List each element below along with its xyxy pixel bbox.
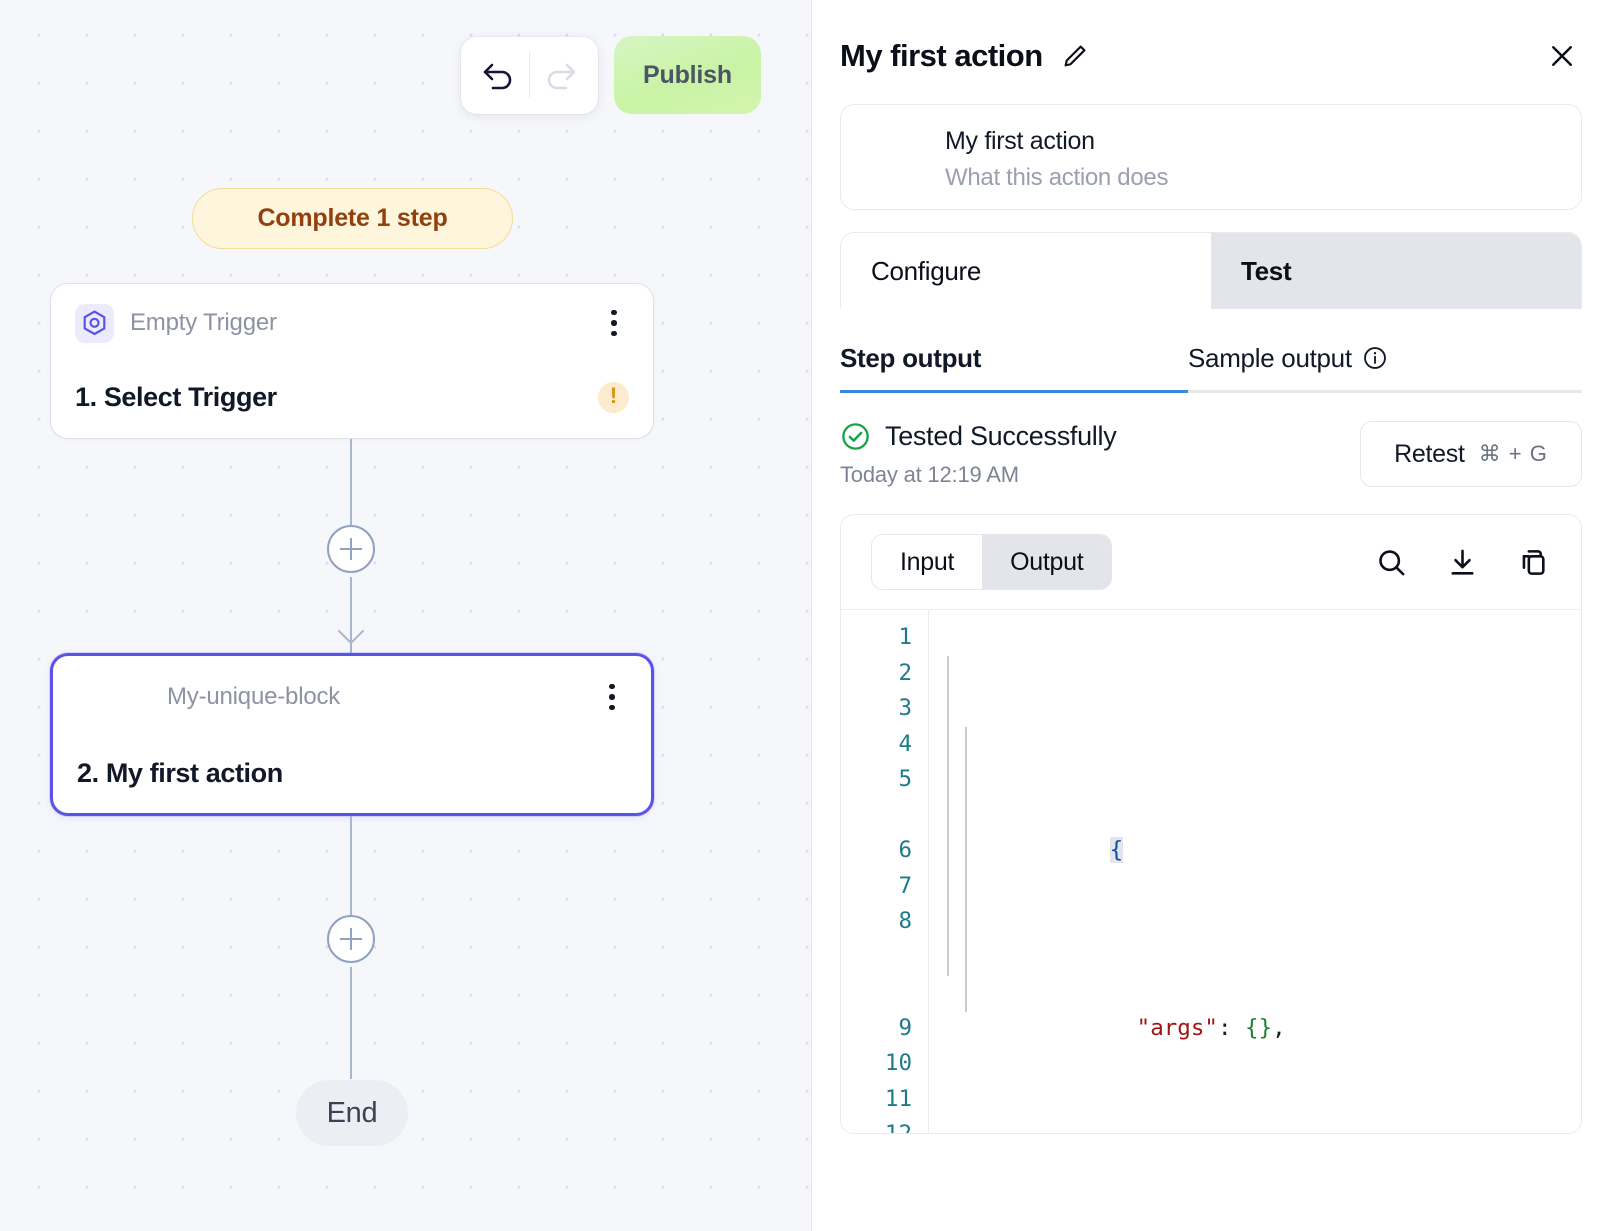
action-name-value: My first action (945, 127, 1095, 155)
test-timestamp: Today at 12:19 AM (840, 462, 1019, 487)
subtab-step-output[interactable]: Step output (840, 343, 1188, 390)
code-line: "args": {}, (1136, 1014, 1286, 1041)
code-toolbar: Input Output (841, 515, 1581, 609)
fold-guide (965, 727, 967, 1012)
node-my-first-action[interactable]: My-unique-block 2. My first action (50, 653, 654, 816)
undo-icon[interactable] (467, 44, 529, 106)
test-status-row: Tested Successfully Today at 12:19 AM Re… (840, 421, 1582, 488)
action-name-card[interactable]: My first action What this action does (840, 104, 1582, 210)
redo-icon[interactable] (530, 44, 592, 106)
code-action-buttons (1374, 545, 1551, 580)
line-number: 9 (898, 1014, 912, 1041)
close-icon[interactable] (1542, 36, 1582, 76)
info-circle-icon[interactable] (1362, 343, 1388, 374)
status-badge: Tested Successfully (885, 421, 1117, 451)
line-number: 4 (898, 730, 912, 757)
node-subtitle: Empty Trigger (130, 309, 277, 336)
connector-line (350, 577, 352, 653)
complete-steps-badge: Complete 1 step (192, 188, 513, 249)
json-code-editor[interactable]: 1 2 3 4 5 6 7 8 9 10 11 12 (841, 609, 1581, 1133)
workflow-canvas[interactable]: Publish Complete 1 step Empty Trigger 1.… (0, 0, 812, 1231)
segment-input[interactable]: Input (872, 535, 983, 589)
publish-button[interactable]: Publish (614, 36, 761, 114)
tab-configure[interactable]: Configure (841, 233, 1211, 309)
subtabs-row: Step output Sample output (840, 309, 1582, 393)
json-content[interactable]: { "args": {}, "headers": { "Accept": "ap… (929, 610, 1581, 1133)
node-header: My-unique-block (53, 656, 651, 738)
line-number (841, 940, 912, 976)
connector-line (350, 816, 352, 926)
test-status-line: Tested Successfully (840, 421, 1117, 452)
add-step-button-2[interactable] (327, 915, 375, 963)
add-step-button-1[interactable] (327, 525, 375, 573)
code-line: { (947, 798, 1581, 905)
subtab-label: Sample output (1188, 343, 1352, 373)
active-subtab-underline (840, 390, 1188, 393)
line-number: 11 (884, 1085, 912, 1112)
tabs-row: Configure Test (841, 233, 1581, 309)
subtab-sample-output[interactable]: Sample output (1188, 343, 1388, 390)
retest-shortcut: ⌘ + G (1478, 441, 1548, 466)
copy-icon[interactable] (1516, 545, 1551, 580)
line-number-gutter: 1 2 3 4 5 6 7 8 9 10 11 12 (841, 610, 929, 1133)
node-footer: 2. My first action (53, 738, 651, 808)
line-number: 2 (898, 659, 912, 686)
segment-output[interactable]: Output (982, 535, 1112, 589)
pencil-icon[interactable] (1057, 39, 1092, 74)
input-output-toggle: Input Output (871, 534, 1113, 590)
tabs-container: Configure Test (840, 232, 1582, 309)
retest-button[interactable]: Retest ⌘ + G (1360, 421, 1582, 487)
end-node[interactable]: End (296, 1080, 408, 1146)
arrow-head-icon (338, 630, 364, 645)
connector-line (350, 439, 352, 549)
json-brace: { (1109, 837, 1124, 863)
tab-test[interactable]: Test (1211, 233, 1581, 309)
node-header: Empty Trigger (51, 284, 653, 362)
node-menu-icon[interactable] (597, 679, 627, 715)
panel-divider (811, 0, 812, 1231)
json-value: {} (1245, 1014, 1273, 1041)
node-select-trigger[interactable]: Empty Trigger 1. Select Trigger ! (50, 283, 654, 439)
line-number (841, 798, 912, 834)
line-number: 10 (884, 1050, 912, 1076)
retest-label: Retest (1394, 439, 1465, 468)
line-number: 6 (898, 837, 912, 863)
connector-line (350, 967, 352, 1079)
panel-header: My first action (840, 0, 1582, 104)
line-number: 5 (898, 766, 912, 792)
undo-redo-group (461, 36, 598, 114)
node-footer: 1. Select Trigger ! (51, 362, 653, 432)
test-status-left: Tested Successfully Today at 12:19 AM (840, 421, 1117, 488)
canvas-toolbar: Publish (461, 36, 761, 114)
warning-icon: ! (598, 381, 629, 413)
node-title: 1. Select Trigger (75, 381, 277, 412)
code-viewer-card: Input Output (840, 514, 1582, 1134)
action-description-value: What this action does (945, 164, 1169, 191)
toolbar-divider (529, 52, 530, 98)
line-number: 7 (898, 872, 912, 899)
line-number: 1 (898, 624, 912, 650)
page-title: My first action (840, 38, 1043, 73)
check-circle-icon (840, 421, 871, 452)
line-number: 12 (841, 1117, 912, 1133)
json-key: "args" (1136, 1014, 1218, 1041)
fold-guide (947, 656, 949, 976)
node-subtitle: My-unique-block (167, 683, 341, 710)
line-number: 8 (898, 908, 912, 934)
line-number: 3 (898, 695, 912, 721)
line-number (841, 975, 912, 1011)
download-icon[interactable] (1445, 545, 1480, 580)
action-details-panel: My first action My first action What thi… (812, 0, 1610, 1231)
hexagon-trigger-icon (75, 303, 114, 343)
node-title: 2. My first action (77, 757, 283, 788)
subtab-label: Step output (840, 343, 982, 373)
search-icon[interactable] (1374, 545, 1409, 580)
node-menu-icon[interactable] (599, 305, 629, 341)
